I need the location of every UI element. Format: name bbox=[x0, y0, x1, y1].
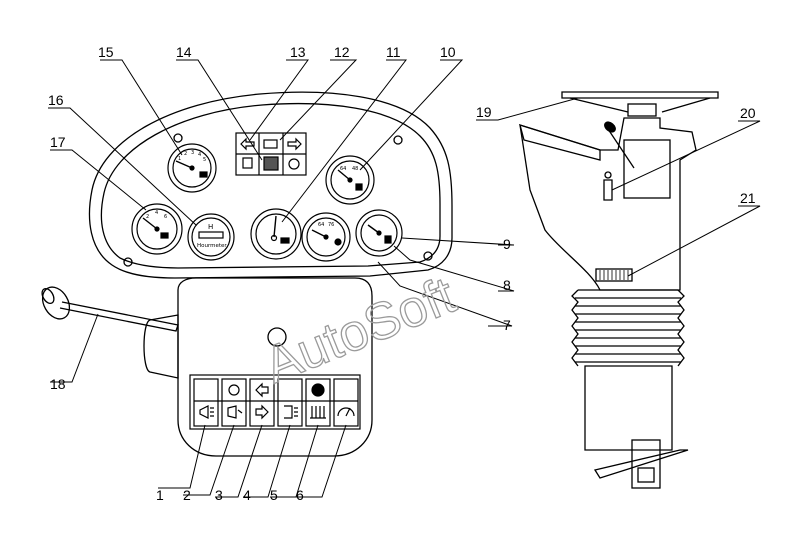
low-beam-icon bbox=[227, 405, 243, 419]
gauge-scale: 64 bbox=[340, 166, 346, 172]
callout-21: 21 bbox=[740, 190, 756, 206]
switch-2 bbox=[221, 378, 247, 427]
tachometer-gauge bbox=[167, 143, 217, 193]
fan-icon bbox=[311, 383, 325, 397]
leader-lines bbox=[48, 59, 761, 498]
callout-5: 5 bbox=[270, 487, 278, 503]
label-plate bbox=[595, 268, 633, 282]
mount-hole bbox=[173, 133, 183, 143]
wiper-icon bbox=[337, 407, 355, 417]
hatched-lamp-icon bbox=[263, 156, 279, 171]
filter-icon bbox=[288, 158, 300, 170]
hourmeter-letter: H bbox=[208, 223, 213, 231]
fog-light-icon bbox=[284, 405, 298, 419]
callout-6: 6 bbox=[296, 487, 304, 503]
fuel-gauge bbox=[355, 209, 403, 257]
turn-right-arrow-icon bbox=[287, 137, 302, 151]
voltmeter-gauge bbox=[250, 208, 302, 260]
battery-icon bbox=[263, 139, 278, 149]
callout-16: 16 bbox=[48, 92, 64, 108]
hourmeter-label: Hourmeter bbox=[197, 243, 227, 249]
turn-signal-lever bbox=[41, 286, 179, 332]
mount-hole bbox=[123, 257, 133, 267]
gauge-scale: 4 bbox=[155, 210, 158, 216]
instrument-panel bbox=[88, 91, 453, 279]
hourmeter-counter bbox=[198, 231, 224, 239]
callout-7: 7 bbox=[503, 317, 511, 333]
callout-14: 14 bbox=[176, 44, 192, 60]
switch-1 bbox=[193, 378, 219, 427]
gauge-scale: 2 bbox=[184, 151, 187, 157]
callout-13: 13 bbox=[290, 44, 306, 60]
gauge-scale: 64 bbox=[318, 222, 324, 228]
gauge-scale: 2 bbox=[146, 214, 149, 220]
callout-20: 20 bbox=[740, 105, 756, 121]
callout-9: 9 bbox=[503, 236, 511, 252]
temperature-gauge bbox=[325, 155, 375, 205]
switch-6 bbox=[333, 378, 359, 427]
turn-left-arrow-icon bbox=[240, 137, 255, 151]
temperature-icon bbox=[355, 183, 363, 191]
steering-hub bbox=[627, 103, 657, 117]
lower-console bbox=[143, 277, 373, 457]
callout-10: 10 bbox=[440, 44, 456, 60]
turn-right-arrow-icon bbox=[255, 404, 269, 420]
engine-icon bbox=[199, 171, 208, 178]
mount-hole bbox=[423, 251, 433, 261]
callout-labels: 1 2 3 4 5 6 7 8 9 10 11 12 13 14 15 16 1… bbox=[48, 44, 756, 503]
coolant-temp-icon bbox=[334, 238, 342, 246]
oil-pressure-gauge bbox=[131, 203, 183, 255]
fuel-icon bbox=[242, 157, 253, 169]
callout-18: 18 bbox=[50, 376, 66, 392]
callout-8: 8 bbox=[503, 277, 511, 293]
callout-15: 15 bbox=[98, 44, 114, 60]
headlight-icon bbox=[199, 405, 214, 419]
callout-2: 2 bbox=[183, 487, 191, 503]
gauge-scale: 3 bbox=[191, 150, 194, 156]
heater-icon bbox=[310, 406, 326, 419]
mount-hole bbox=[393, 135, 403, 145]
steering-column bbox=[519, 91, 719, 489]
turn-left-arrow-icon bbox=[255, 382, 269, 398]
callout-4: 4 bbox=[243, 487, 251, 503]
column-cover-plate bbox=[623, 139, 671, 199]
warning-indicator-block bbox=[235, 132, 307, 176]
battery-icon bbox=[280, 237, 290, 244]
column-shaft bbox=[631, 439, 661, 489]
gauge-scale: 76 bbox=[328, 222, 334, 228]
oil-pressure-icon bbox=[160, 232, 169, 239]
coolant-temp-gauge bbox=[301, 212, 351, 262]
callout-11: 11 bbox=[386, 44, 401, 60]
callout-12: 12 bbox=[334, 44, 350, 60]
gauge-scale: 1 bbox=[178, 156, 181, 162]
steering-wheel bbox=[561, 91, 719, 99]
gauge-scale: 48 bbox=[352, 166, 358, 172]
callout-3: 3 bbox=[215, 487, 223, 503]
console-hole bbox=[267, 327, 287, 347]
callout-19: 19 bbox=[476, 104, 492, 120]
callout-1: 1 bbox=[156, 487, 164, 503]
gauge-scale: 4 bbox=[198, 152, 201, 158]
headlight-icon bbox=[228, 384, 240, 396]
callout-17: 17 bbox=[50, 134, 66, 150]
gauge-scale: 6 bbox=[164, 214, 167, 220]
fuel-icon bbox=[384, 235, 392, 244]
gauge-scale: 5 bbox=[203, 157, 206, 163]
hourmeter bbox=[187, 213, 235, 261]
